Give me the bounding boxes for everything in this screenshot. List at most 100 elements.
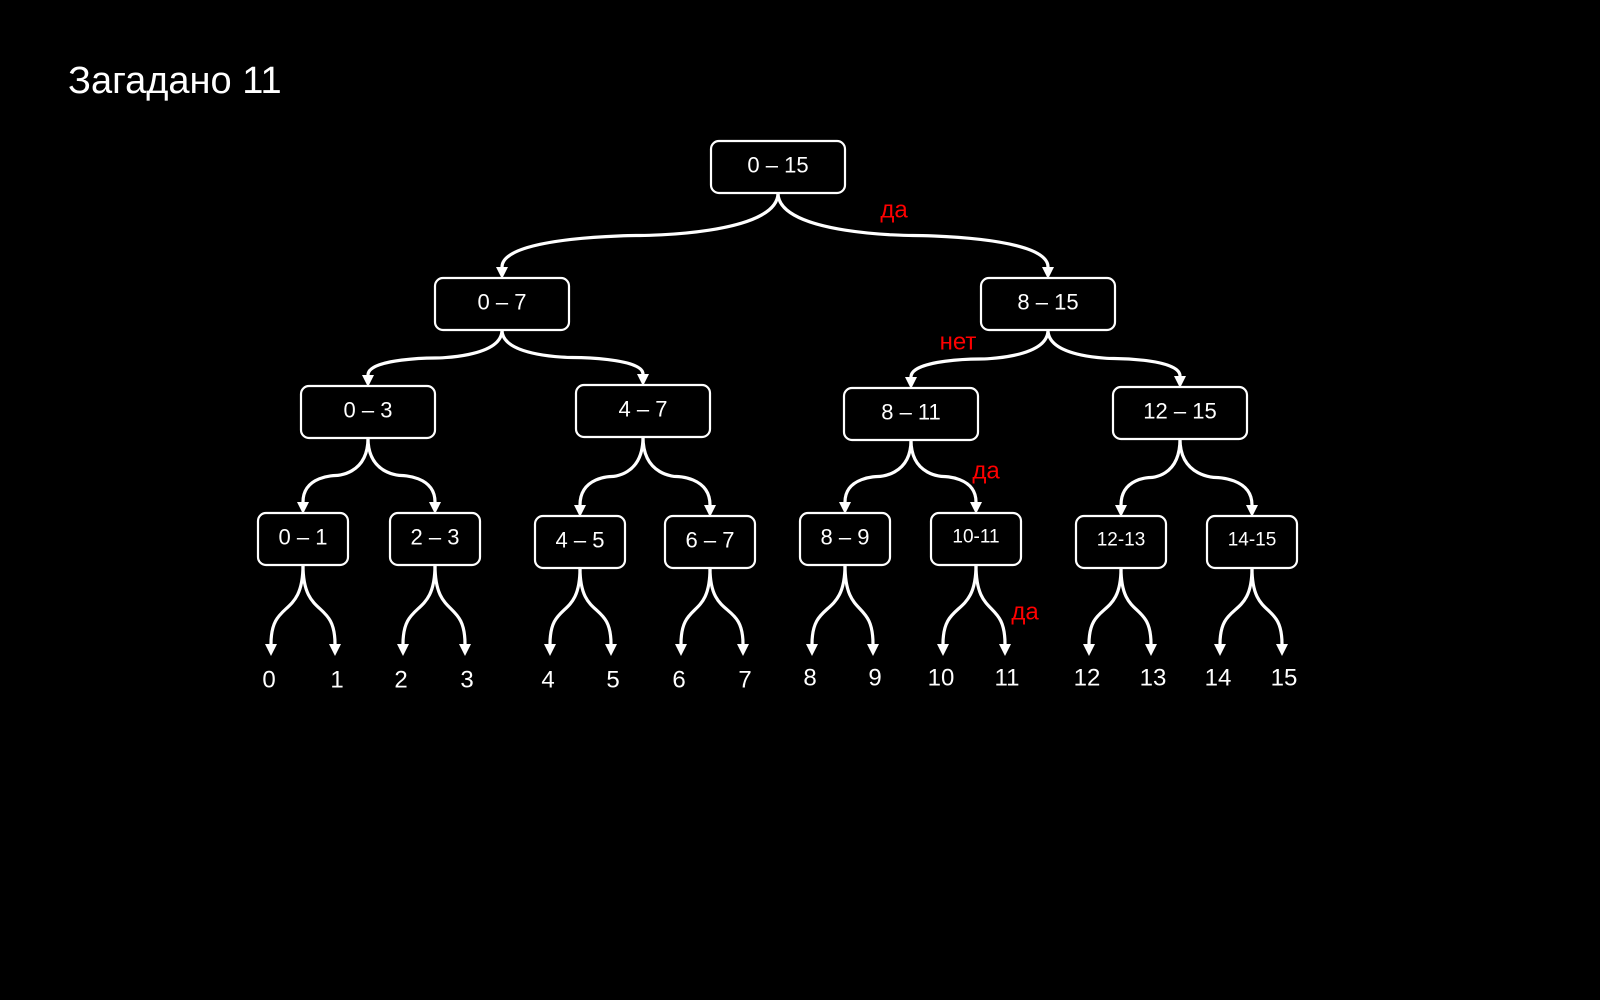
edge-n0_15-to-n0_7 (500, 192, 780, 268)
edge-n8_9-to-leaf-8-arrowhead (806, 644, 818, 656)
nodes-layer: 0 – 15 0 – 7 8 – 15 0 – 3 4 – 7 8 – 11 12 – 15… (256, 139, 1299, 570)
edge-n14_15-to-leaf-14-arrowhead (1214, 644, 1226, 656)
tree-node-box-n8_11 (842, 386, 980, 442)
leaf-value-10: 10 (928, 665, 955, 692)
leaf-value-6: 6 (672, 667, 685, 694)
tree-node-box-n0_3 (299, 384, 437, 440)
leaf-value-9: 9 (868, 665, 881, 692)
tree-node-box-n12_15 (1111, 385, 1249, 441)
tree-node-n2_3: 2 – 3 (388, 511, 482, 567)
edge-n2_3-to-leaf-2 (401, 564, 437, 645)
edge-n2_3-to-leaf-3-arrowhead (459, 644, 471, 656)
edge-n6_7-to-leaf-7 (708, 567, 745, 645)
slide-title: Загадано 11 (68, 60, 282, 102)
edge-n12_13-to-leaf-12-arrowhead (1083, 644, 1095, 656)
tree-node-label-n8_11: 8 – 11 (881, 400, 941, 425)
leaf-value-2: 2 (394, 667, 407, 694)
tree-node-n6_7: 6 – 7 (663, 514, 757, 570)
edge-n14_15-to-leaf-15-arrowhead (1276, 644, 1288, 656)
tree-node-box-n4_5 (533, 514, 627, 570)
tree-node-n8_9: 8 – 9 (798, 511, 892, 567)
tree-node-label-n0_7: 0 – 7 (478, 290, 527, 315)
edge-n12_13-to-leaf-13-arrowhead (1145, 644, 1157, 656)
tree-node-label-n10_11: 10-11 (952, 527, 999, 548)
edge-n10_11-to-leaf-11-arrowhead (999, 644, 1011, 656)
tree-node-label-n12_13: 12-13 (1097, 530, 1146, 551)
leaf-value-1: 1 (330, 667, 343, 694)
edge-n8_15-to-n12_15-arrowhead (1174, 376, 1186, 388)
tree-node-box-n8_15 (979, 276, 1117, 332)
edge-n0_7-to-n0_3 (366, 329, 504, 376)
tree-node-n0_15: 0 – 15 (709, 139, 847, 195)
answer-label-3: да (1011, 599, 1039, 626)
tree-node-label-n0_15: 0 – 15 (747, 153, 808, 178)
edge-n0_1-to-leaf-1 (301, 564, 337, 645)
edge-n4_5-to-leaf-5-arrowhead (605, 644, 617, 656)
tree-node-box-n6_7 (663, 514, 757, 570)
tree-node-n0_7: 0 – 7 (433, 276, 571, 332)
tree-node-n4_7: 4 – 7 (574, 383, 712, 439)
edge-n10_11-to-leaf-10-arrowhead (937, 644, 949, 656)
edge-n14_15-to-leaf-15 (1250, 567, 1284, 645)
tree-node-label-n12_15: 12 – 15 (1143, 399, 1216, 424)
leaf-value-5: 5 (606, 667, 619, 694)
tree-node-label-n2_3: 2 – 3 (411, 525, 460, 550)
leaf-value-15: 15 (1271, 665, 1298, 692)
edge-n0_1-to-leaf-0 (269, 564, 305, 645)
edge-n12_15-to-n14_15 (1178, 438, 1254, 506)
tree-node-label-n0_1: 0 – 1 (279, 525, 328, 550)
edge-n10_11-to-leaf-11 (974, 564, 1007, 645)
leaf-value-11: 11 (995, 665, 1020, 692)
tree-node-n14_15: 14-15 (1205, 514, 1299, 570)
edge-n12_15-to-n12_13 (1119, 438, 1182, 506)
edge-n12_13-to-leaf-13 (1119, 567, 1153, 645)
edge-n4_5-to-leaf-4 (548, 567, 582, 645)
edge-n8_11-to-n10_11-arrowhead (970, 502, 982, 514)
leaf-value-14: 14 (1205, 665, 1232, 692)
edge-n0_1-to-leaf-1-arrowhead (329, 644, 341, 656)
tree-node-box-n14_15 (1205, 514, 1299, 570)
leaf-value-0: 0 (262, 667, 275, 694)
edge-n4_7-to-n6_7-arrowhead (704, 505, 716, 517)
leaf-value-3: 3 (460, 667, 473, 694)
edge-n14_15-to-leaf-14 (1218, 567, 1254, 645)
tree-node-box-n0_15 (709, 139, 847, 195)
edge-n0_3-to-n2_3 (366, 437, 437, 503)
edge-n12_15-to-n14_15-arrowhead (1246, 505, 1258, 517)
tree-node-box-n0_7 (433, 276, 571, 332)
edge-n0_7-to-n4_7 (500, 329, 645, 375)
tree-node-box-n0_1 (256, 511, 350, 567)
tree-node-n12_15: 12 – 15 (1111, 385, 1249, 441)
edge-n0_7-to-n4_7-arrowhead (637, 374, 649, 386)
answer-label-1: нет (940, 329, 977, 356)
edge-n0_3-to-n2_3-arrowhead (429, 502, 441, 514)
edge-n6_7-to-leaf-6 (679, 567, 712, 645)
edge-n0_7-to-n0_3-arrowhead (362, 375, 374, 387)
edge-n4_7-to-n4_5-arrowhead (574, 505, 586, 517)
leaf-value-13: 13 (1140, 665, 1167, 692)
edge-n8_11-to-n10_11 (909, 439, 978, 503)
leaf-value-4: 4 (541, 667, 554, 694)
tree-node-label-n8_15: 8 – 15 (1017, 290, 1078, 315)
tree-node-label-n14_15: 14-15 (1228, 530, 1277, 551)
edge-n0_15-to-n8_15 (776, 192, 1050, 268)
edge-n8_15-to-n8_11-arrowhead (905, 377, 917, 389)
edge-n4_5-to-leaf-5 (578, 567, 613, 645)
leaf-value-8: 8 (803, 665, 816, 692)
edge-n0_3-to-n0_1-arrowhead (297, 502, 309, 514)
tree-node-n8_11: 8 – 11 (842, 386, 980, 442)
tree-node-box-n8_9 (798, 511, 892, 567)
tree-node-box-n10_11 (929, 511, 1023, 567)
edge-n4_7-to-n6_7 (641, 436, 712, 506)
edge-n0_15-to-n8_15-arrowhead (1042, 267, 1054, 279)
answer-label-2: да (972, 458, 1000, 485)
tree-node-n0_3: 0 – 3 (299, 384, 437, 440)
edge-n8_11-to-n8_9 (843, 439, 913, 503)
tree-node-box-n12_13 (1074, 514, 1168, 570)
tree-node-n0_1: 0 – 1 (256, 511, 350, 567)
tree-node-n4_5: 4 – 5 (533, 514, 627, 570)
edge-n2_3-to-leaf-3 (433, 564, 467, 645)
